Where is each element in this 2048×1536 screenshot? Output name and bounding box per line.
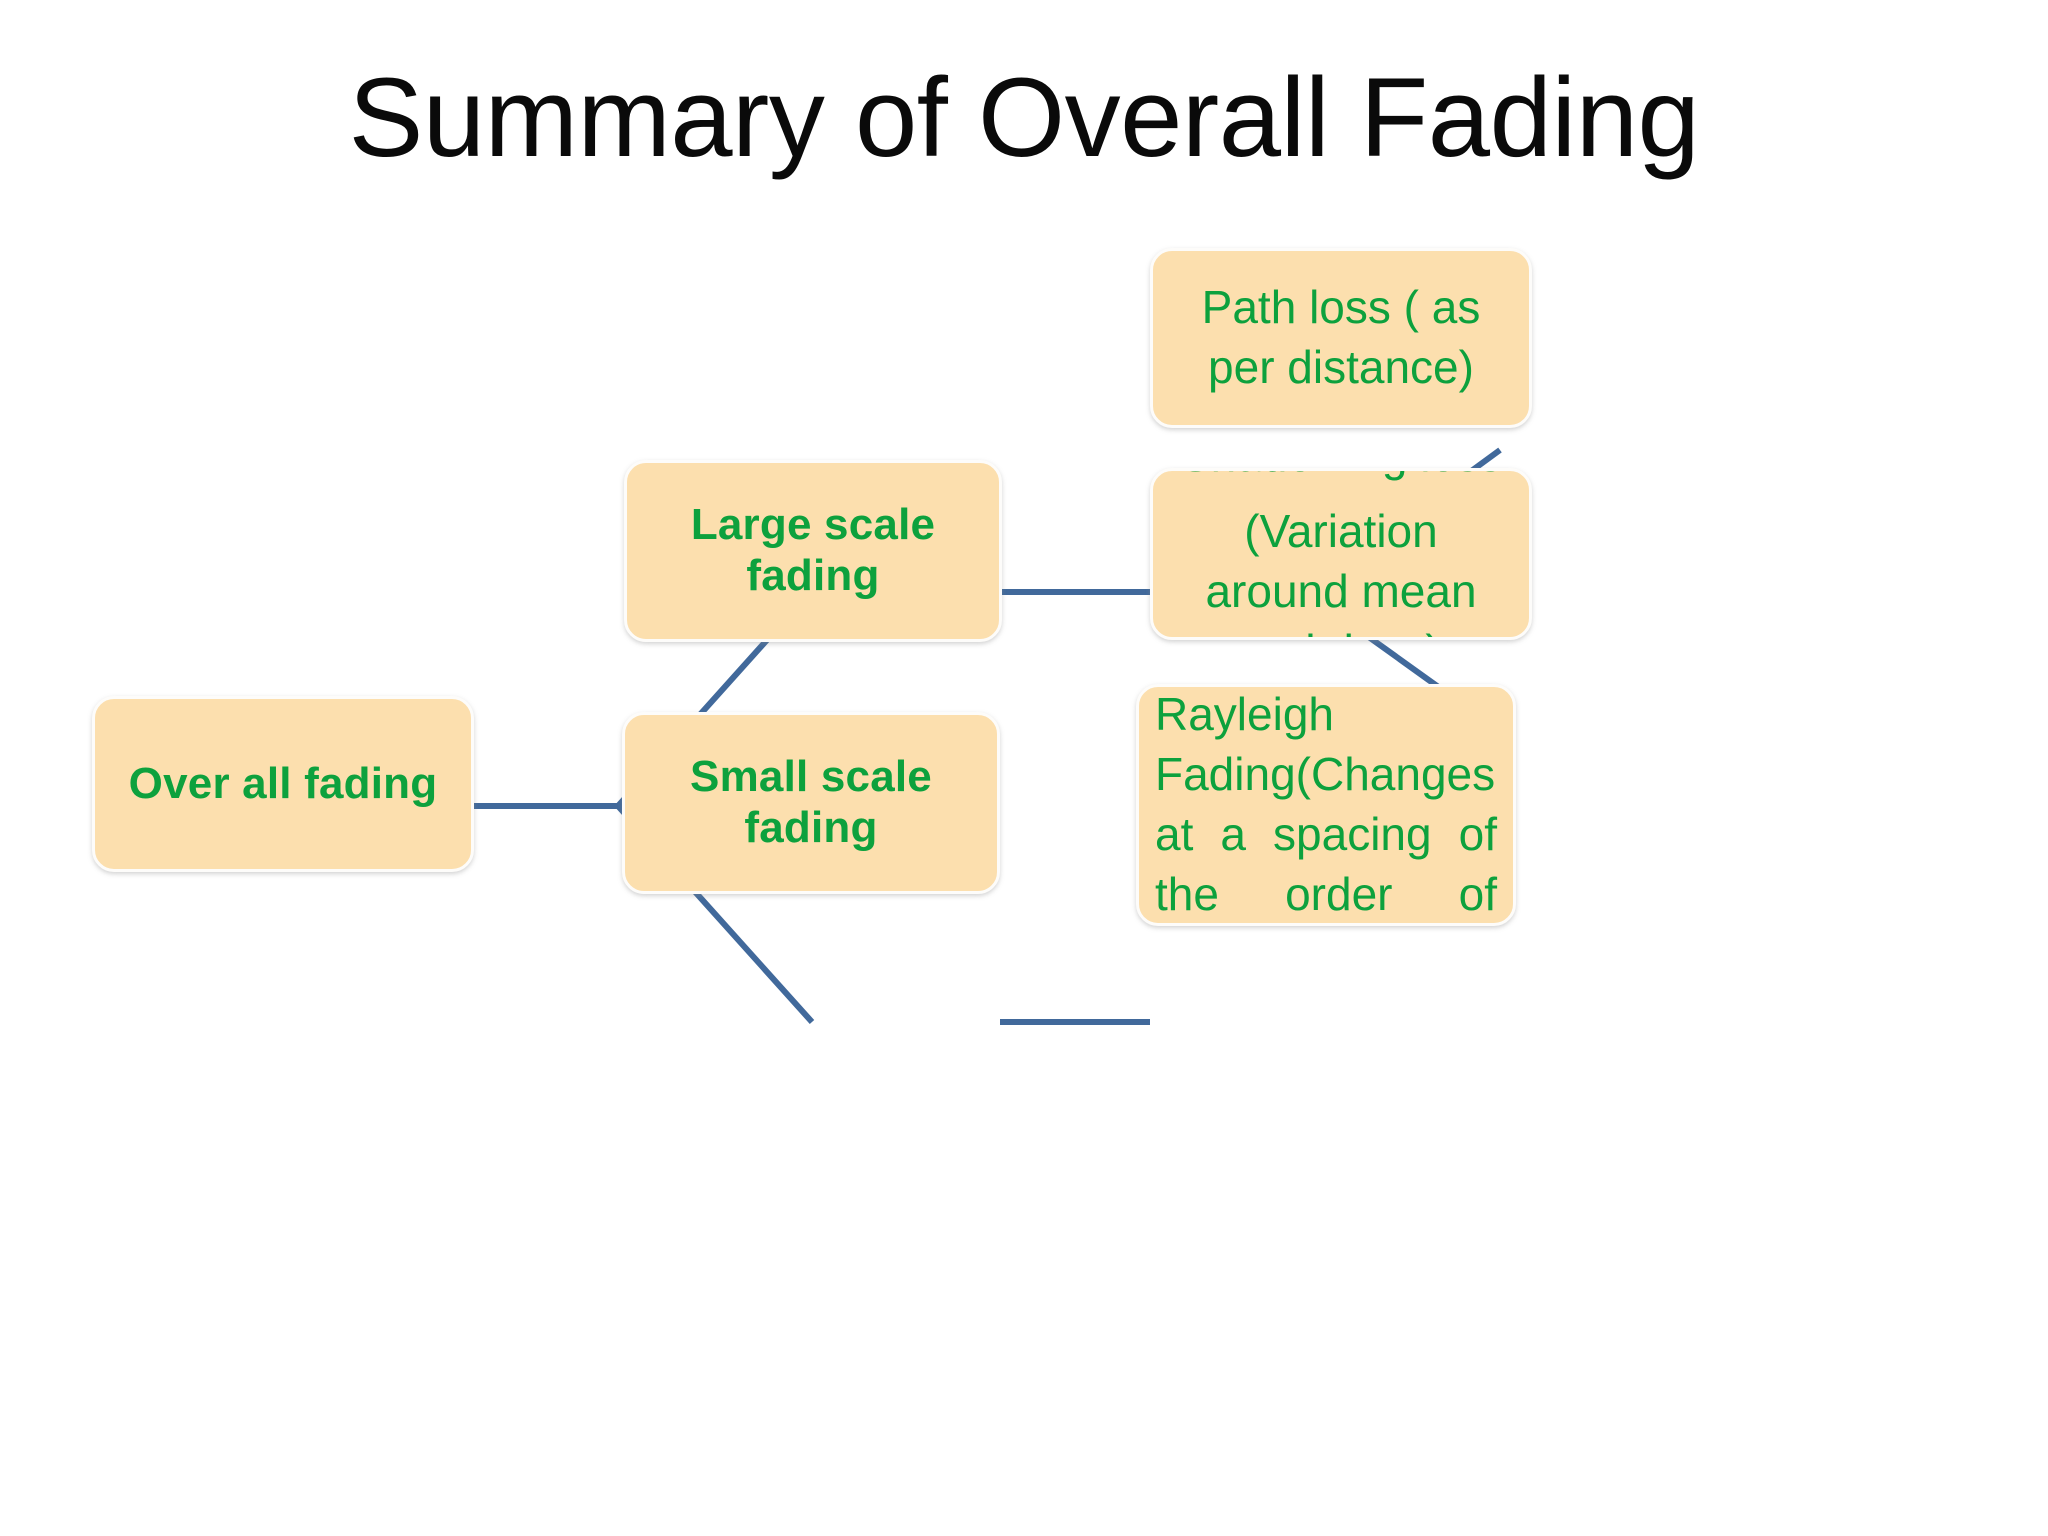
- node-label: Large scale fading: [690, 500, 936, 600]
- node-small-scale-fading[interactable]: Small scale fading: [622, 712, 1000, 894]
- node-label: Multipath Rayleigh Fading(Changes at a s…: [1155, 688, 1497, 920]
- node-label: Over all fading: [128, 758, 438, 808]
- node-large-scale-fading[interactable]: Large scale fading: [624, 460, 1002, 642]
- node-multipath-rayleigh-fading[interactable]: Multipath Rayleigh Fading(Changes at a s…: [1136, 684, 1516, 926]
- node-label: Path loss ( as per distance): [1201, 281, 1481, 393]
- node-over-all-fading[interactable]: Over all fading: [92, 696, 474, 872]
- node-label-line1: Shadowing loss: [1153, 471, 1529, 486]
- node-label: Small scale fading: [690, 752, 932, 852]
- page-title: Summary of Overall Fading: [348, 55, 1700, 180]
- node-label-line2: (Variation around mean path loss): [1205, 505, 1477, 637]
- node-shadowing-loss[interactable]: Shadowing loss (Variation around mean pa…: [1150, 468, 1532, 640]
- node-path-loss[interactable]: Path loss ( as per distance): [1150, 248, 1532, 428]
